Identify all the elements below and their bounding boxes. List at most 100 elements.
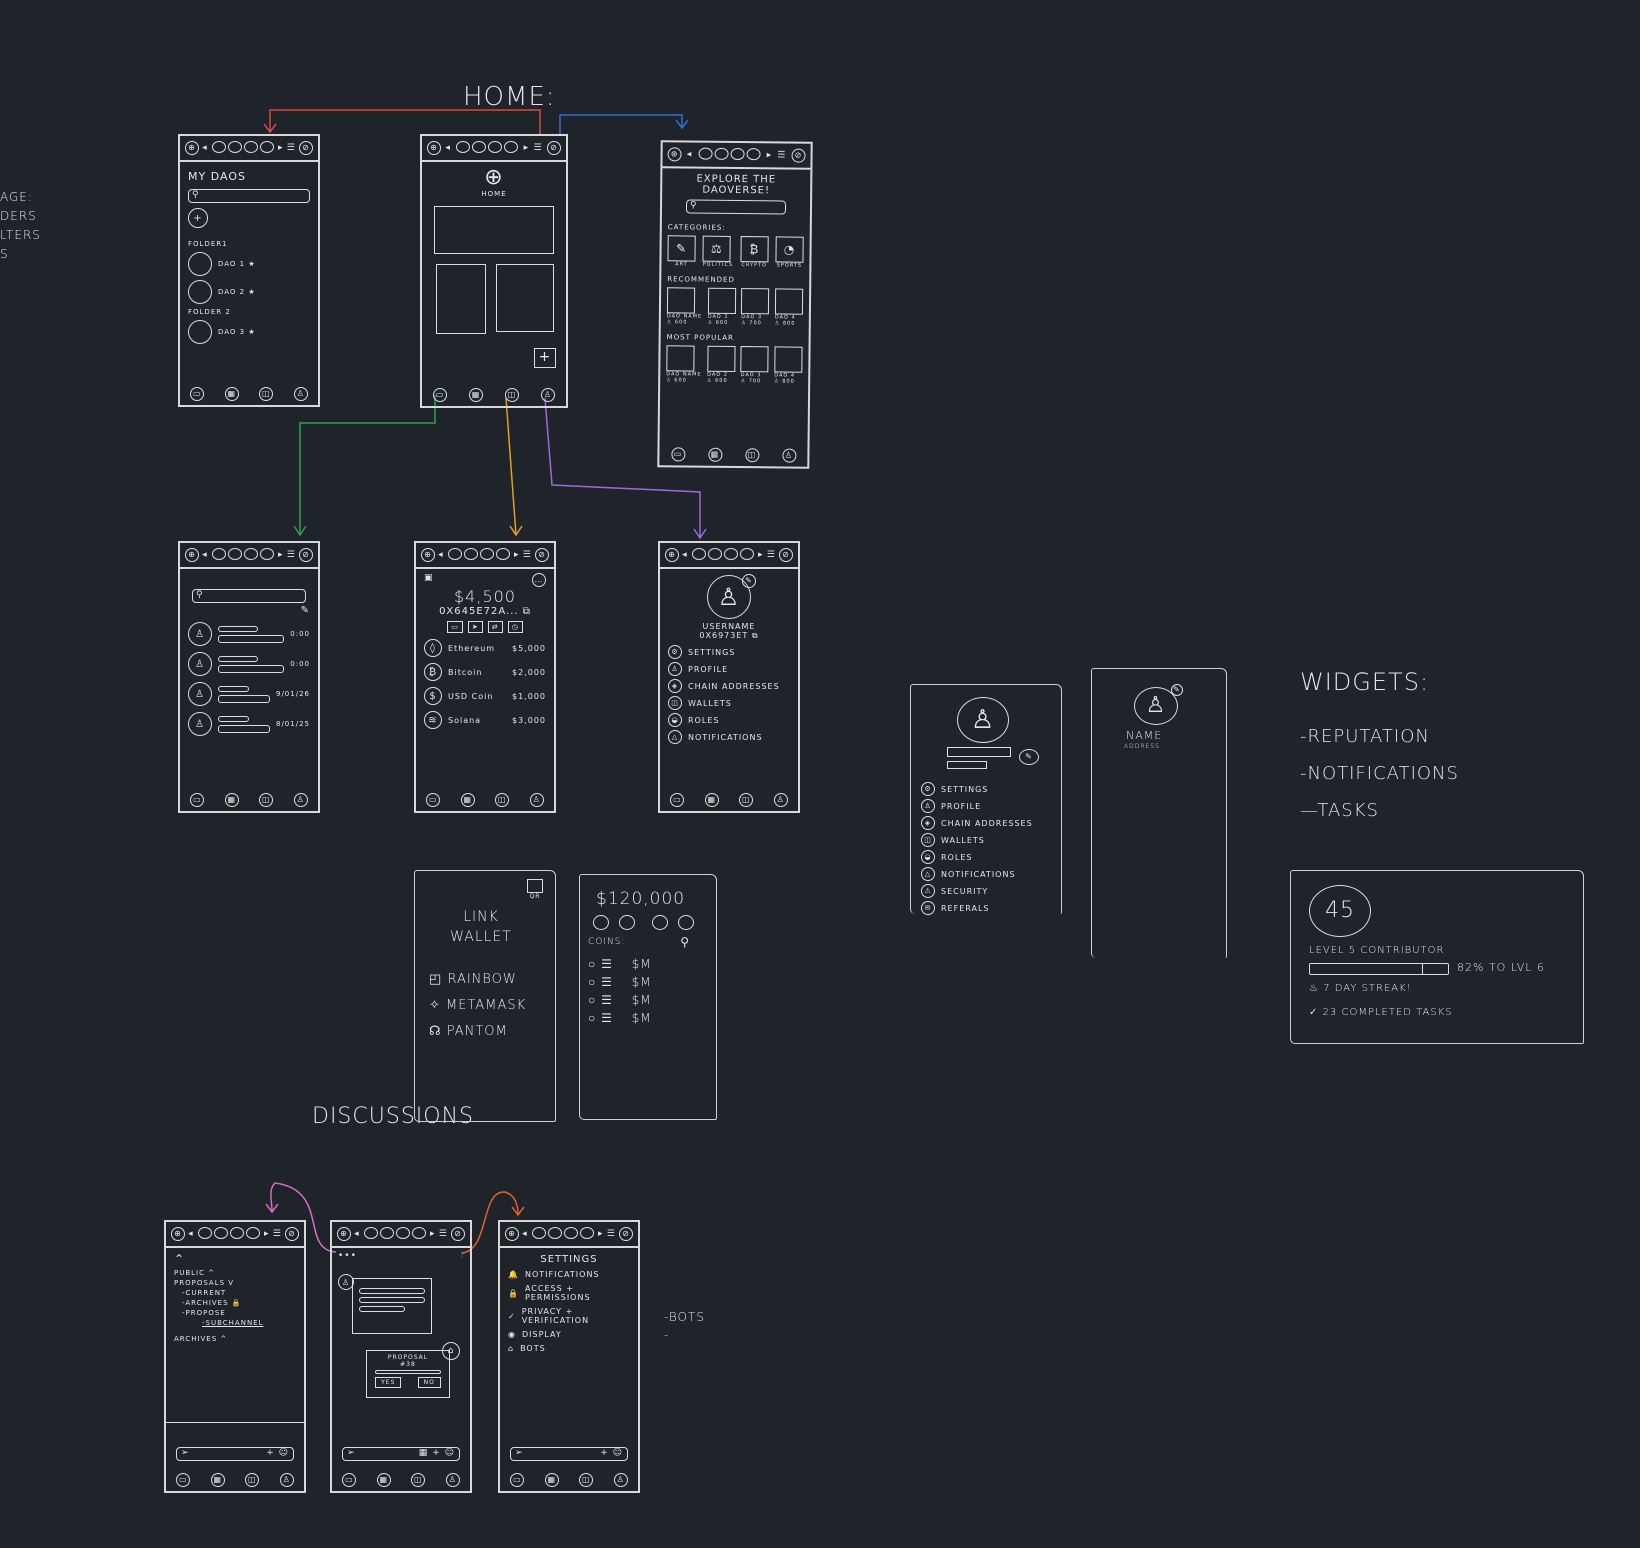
settings-item[interactable]: ◉DISPLAY <box>508 1330 630 1339</box>
message-input[interactable]: ➢▦ + ☺ <box>342 1447 460 1461</box>
channel-item[interactable]: -ARCHIVES 🔒 <box>182 1299 242 1307</box>
chevron-right-icon[interactable]: ▸ <box>514 550 520 560</box>
chevron-left-icon[interactable]: ◂ <box>354 1229 360 1239</box>
wallet-icon[interactable]: ◫ <box>505 388 519 402</box>
chevron-left-icon[interactable]: ◂ <box>188 1229 194 1239</box>
category-tile[interactable]: ₿CRYPTO <box>740 236 769 268</box>
send-icon[interactable]: ➢ <box>515 1448 524 1458</box>
coin-oval[interactable] <box>619 915 635 930</box>
tab-oval[interactable] <box>245 1226 260 1239</box>
globe-icon[interactable]: ⊕ <box>505 1227 519 1241</box>
tab-oval[interactable] <box>714 147 729 160</box>
tab-oval[interactable] <box>547 1226 562 1239</box>
tune-icon[interactable]: ⫶ <box>460 1251 464 1261</box>
menu-icon[interactable]: ☰ <box>286 143 296 153</box>
tab-oval[interactable] <box>211 140 226 153</box>
emoji-icon[interactable]: ☺ <box>612 1448 623 1458</box>
menu-icon[interactable]: ☰ <box>286 550 296 560</box>
tab-oval[interactable] <box>504 140 519 153</box>
chat-icon[interactable]: ▭ <box>190 387 205 401</box>
avatar[interactable]: ♙ <box>957 697 1009 743</box>
chevron-right-icon[interactable]: ▸ <box>278 143 284 153</box>
search-input[interactable]: ⚲ <box>685 199 787 215</box>
globe-icon[interactable]: ⊕ <box>427 141 441 155</box>
edit-icon[interactable]: ✎ <box>742 574 756 588</box>
add-icon[interactable]: + <box>432 1448 441 1458</box>
tab-oval[interactable] <box>197 1226 212 1239</box>
dao-item[interactable]: DAO 1 ★ <box>188 252 310 276</box>
tab-oval[interactable] <box>363 1226 378 1239</box>
compass-icon[interactable]: ⊘ <box>791 148 806 163</box>
chevron-left-icon[interactable]: ◂ <box>686 149 693 160</box>
wallet-icon[interactable]: ◫ <box>259 793 274 807</box>
compass-icon[interactable]: ⊘ <box>285 1227 299 1241</box>
asset-row[interactable]: ◊Ethereum$5,000 <box>424 639 546 657</box>
channel-item[interactable]: ARCHIVES ^ <box>174 1335 228 1343</box>
category-tile[interactable]: ⚖POLITICS <box>703 235 734 268</box>
chevron-left-icon[interactable]: ◂ <box>445 143 451 153</box>
chevron-left-icon[interactable]: ◂ <box>438 550 444 560</box>
menu-icon[interactable]: ☰ <box>522 550 532 560</box>
grid-icon[interactable]: ▦ <box>376 1473 391 1487</box>
tab-oval[interactable] <box>456 140 471 153</box>
compass-icon[interactable]: ⊘ <box>299 141 313 155</box>
compass-icon[interactable]: ⊘ <box>535 548 549 562</box>
compose-icon[interactable]: ✎ <box>300 605 310 616</box>
coin-oval[interactable] <box>593 915 609 930</box>
category-tile[interactable]: ✎ART <box>667 235 696 268</box>
user-icon[interactable]: ♙ <box>279 1473 294 1487</box>
menu-item[interactable]: ♙PROFILE <box>921 799 1033 813</box>
globe-icon[interactable]: ⊕ <box>171 1227 185 1241</box>
dao-item[interactable]: DAO 3 ★ <box>188 320 310 344</box>
vote-yes-button[interactable]: YES <box>375 1377 402 1388</box>
menu-item[interactable]: ⚙SETTINGS <box>668 645 790 659</box>
chat-item[interactable]: ♙9/01/26 <box>188 682 310 706</box>
menu-icon[interactable]: ☰ <box>438 1229 448 1239</box>
chevron-left-icon[interactable]: ◂ <box>202 143 208 153</box>
menu-item[interactable]: ◒ROLES <box>668 713 790 727</box>
user-icon[interactable]: ♙ <box>529 793 544 807</box>
channel-item[interactable]: PROPOSALS v <box>174 1279 235 1287</box>
globe-icon[interactable]: ⊕ <box>185 141 199 155</box>
tab-oval[interactable] <box>463 547 478 560</box>
wallet-icon[interactable]: ◫ <box>411 1473 426 1487</box>
menu-item[interactable]: ◈CHAIN ADDRESSES <box>668 679 790 693</box>
chevron-right-icon[interactable]: ▸ <box>278 550 284 560</box>
tab-oval[interactable] <box>227 140 242 153</box>
settings-item[interactable]: ⌂BOTS <box>508 1344 630 1353</box>
wallet-option-metamask[interactable]: ✧ METAMASK <box>429 993 526 1019</box>
menu-item[interactable]: ⚙SETTINGS <box>921 782 1033 796</box>
coin-row[interactable]: ○ ☰ $M <box>588 955 652 973</box>
tab-oval[interactable] <box>739 547 754 560</box>
avatar[interactable]: ♙✎ <box>707 574 756 619</box>
tab-oval[interactable] <box>730 147 745 160</box>
grid-icon[interactable]: ▦ <box>704 793 719 807</box>
user-icon[interactable]: ♙ <box>613 1473 628 1487</box>
settings-item[interactable]: 🔒ACCESS + PERMISSIONS <box>508 1284 630 1302</box>
tab-oval[interactable] <box>746 147 761 160</box>
chevron-right-icon[interactable]: ▸ <box>598 1229 604 1239</box>
coin-oval[interactable] <box>678 915 694 930</box>
tab-oval[interactable] <box>531 1226 546 1239</box>
grid-icon[interactable]: ▦ <box>544 1473 559 1487</box>
wallet-option-phantom[interactable]: ☊ PANTOM <box>429 1019 526 1045</box>
wallet-option-rainbow[interactable]: ◰ RAINBOW <box>429 967 526 993</box>
user-icon[interactable]: ♙ <box>541 388 555 402</box>
tab-oval[interactable] <box>579 1226 594 1239</box>
copy-icon[interactable]: ⧉ <box>751 631 759 640</box>
tab-oval[interactable] <box>691 547 706 560</box>
collapse-icon[interactable]: ⌃ <box>174 1252 186 1266</box>
chevron-right-icon[interactable]: ▸ <box>766 150 773 161</box>
send-icon[interactable]: ➢ <box>181 1448 190 1458</box>
user-icon[interactable]: ♙ <box>445 1473 460 1487</box>
compass-icon[interactable]: ⊘ <box>546 141 561 155</box>
tab-oval[interactable] <box>213 1226 228 1239</box>
add-widget-button[interactable]: + <box>534 348 556 368</box>
user-icon[interactable]: ♙ <box>773 793 788 807</box>
swap-button[interactable]: ⇄ <box>487 621 503 633</box>
dao-card[interactable]: DAO 3♙ 700 <box>741 288 770 326</box>
chat-icon[interactable]: ▭ <box>433 388 447 402</box>
tab-oval[interactable] <box>698 147 713 160</box>
wallet-icon[interactable]: ◫ <box>744 448 759 463</box>
vote-no-button[interactable]: NO <box>417 1377 441 1388</box>
